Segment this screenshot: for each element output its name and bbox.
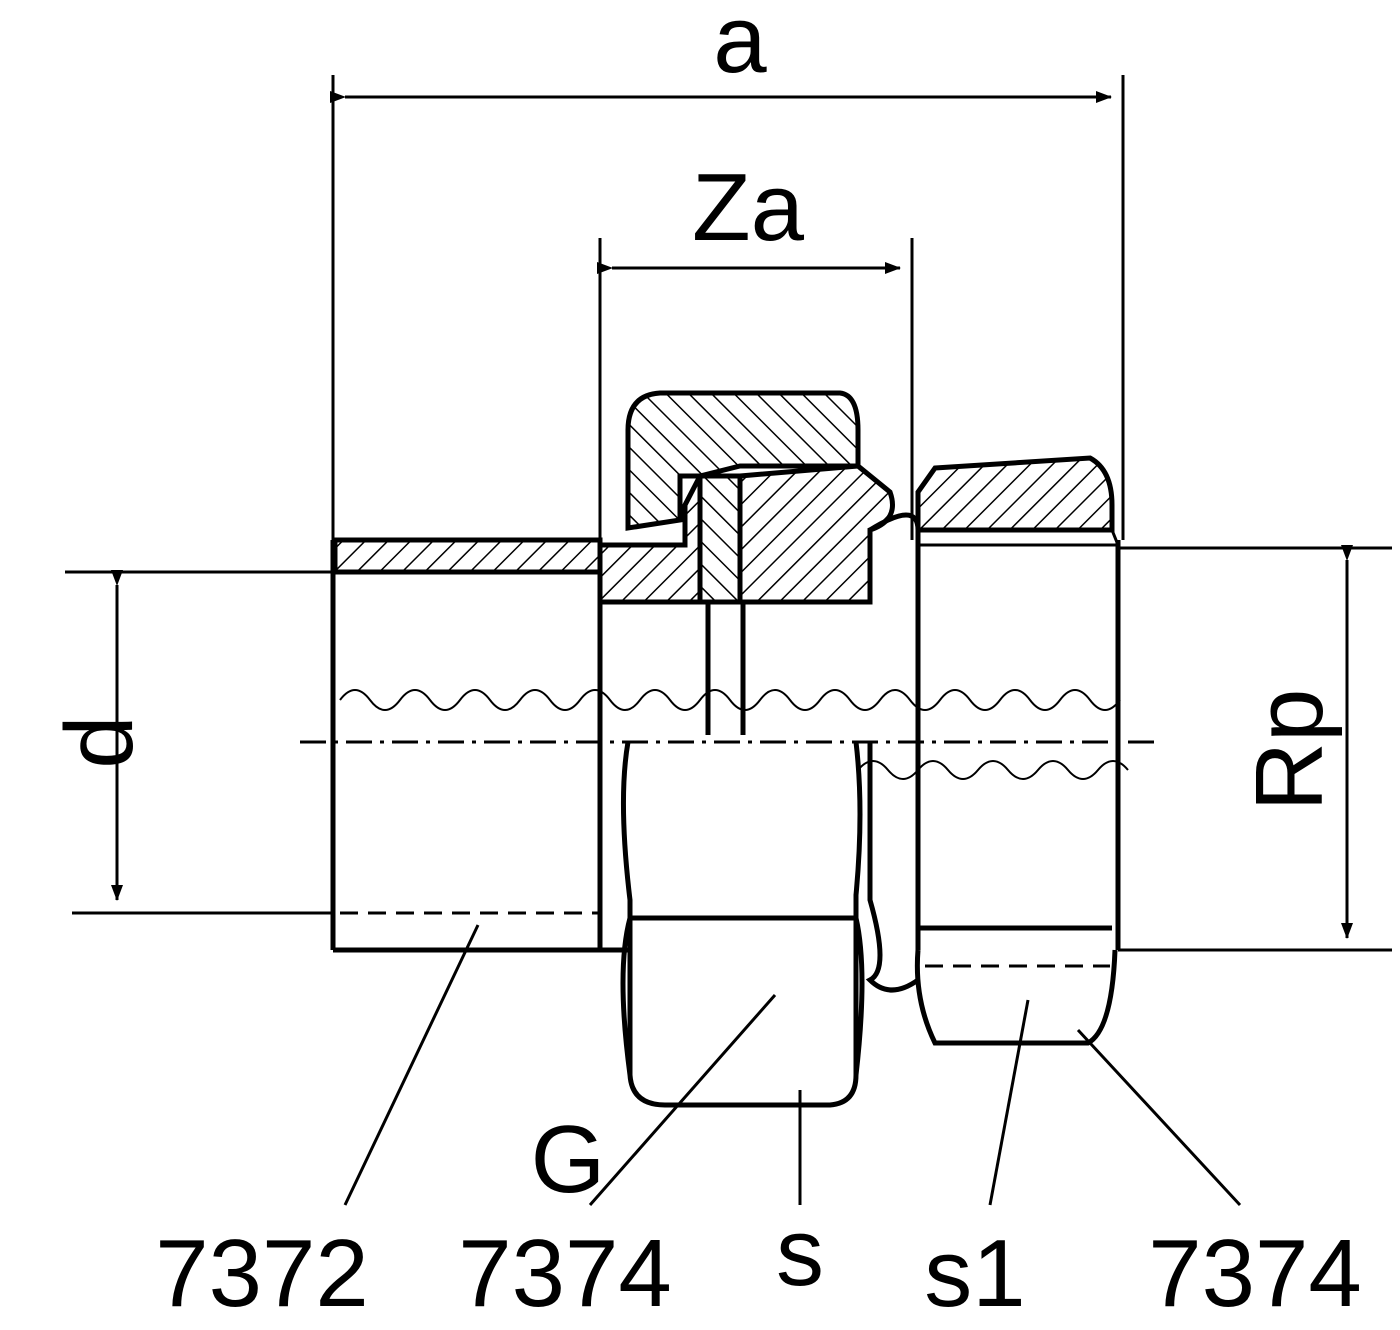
leader-lines (343, 924, 1242, 1207)
label-a: a (713, 0, 767, 93)
dimension-a: a (330, 0, 1125, 540)
label-7374-left: 7374 (458, 1220, 672, 1327)
label-rp: Rp (1236, 689, 1343, 812)
part-7372-tailpiece (330, 537, 1121, 953)
part-7374-threaded-end (857, 455, 1129, 1046)
dimension-za: Za (597, 154, 914, 540)
dimension-d: d (46, 570, 335, 915)
label-7374-right: 7374 (1148, 1220, 1362, 1327)
label-7372: 7372 (155, 1220, 369, 1327)
dimension-rp: Rp (1118, 545, 1392, 952)
label-g: G (531, 1106, 606, 1213)
part-7374-union-nut (597, 390, 895, 1108)
label-d: d (46, 715, 153, 768)
label-s1: s1 (924, 1220, 1025, 1327)
label-za: Za (692, 154, 805, 261)
label-s: s (776, 1199, 824, 1306)
